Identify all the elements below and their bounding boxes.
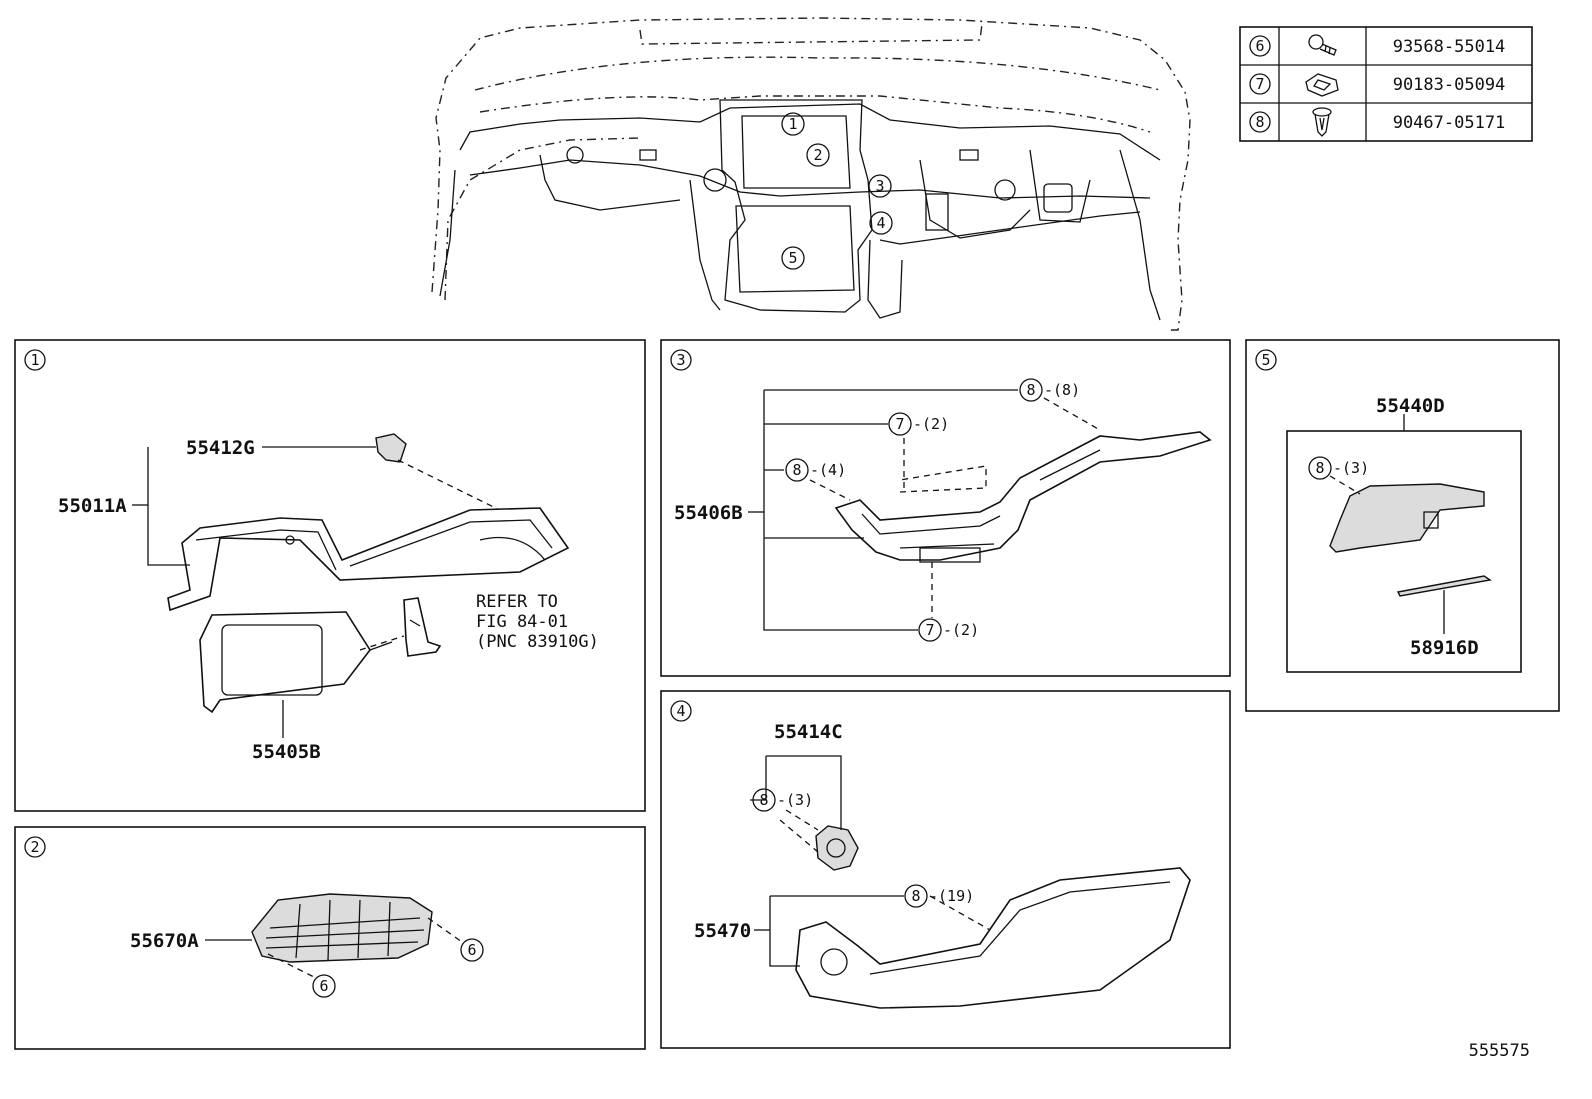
clip-nut-icon xyxy=(1305,73,1339,97)
part-label-55412G: 55412G xyxy=(186,437,255,459)
fastener-callout-8: 8 -(3) xyxy=(752,788,813,812)
svg-text:8: 8 xyxy=(792,461,801,479)
part-label-55011A: 55011A xyxy=(58,495,127,517)
fastener-callout-8: 8 -(19) xyxy=(904,884,974,908)
svg-text:8: 8 xyxy=(1255,113,1264,131)
legend-part-no: 90467-05171 xyxy=(1393,113,1506,133)
legend-row-8: 8 90467-05171 xyxy=(1249,107,1506,137)
panel-3-center-panel: 3 55406B 8 -(8) 7 -(2) xyxy=(660,339,1231,677)
svg-text:-(4): -(4) xyxy=(810,461,846,479)
svg-text:6: 6 xyxy=(319,977,328,995)
fastener-callout-8: 8 -(8) xyxy=(1019,378,1080,402)
part-label-55406B: 55406B xyxy=(674,502,743,524)
legend-part-no: 90183-05094 xyxy=(1393,75,1506,95)
panel-55406B xyxy=(834,431,1212,563)
svg-text:8: 8 xyxy=(911,887,920,905)
panel-ref: 4 xyxy=(676,702,685,720)
part-label-55405B: 55405B xyxy=(252,741,321,763)
panel-ref: 1 xyxy=(30,351,39,369)
fastener-callout-7: 7 -(2) xyxy=(918,618,979,642)
fastener-callout-6: 6 xyxy=(460,938,484,962)
refer-to-note: REFER TO FIG 84-01 (PNC 83910G) xyxy=(476,592,599,652)
svg-text:4: 4 xyxy=(876,214,885,232)
overview-callout-3: 3 xyxy=(868,174,892,198)
legend-part-no: 93568-55014 xyxy=(1393,37,1506,57)
part-label-55670A: 55670A xyxy=(130,930,199,952)
register-55670A xyxy=(251,893,433,963)
svg-text:6: 6 xyxy=(1255,37,1264,55)
panel-1-upper-pad: 1 55412G 55011A xyxy=(14,339,646,812)
svg-text:5: 5 xyxy=(788,249,797,267)
svg-text:1: 1 xyxy=(788,115,797,133)
svg-text:-(8): -(8) xyxy=(1044,381,1080,399)
svg-text:7: 7 xyxy=(895,415,904,433)
part-label-58916D: 58916D xyxy=(1410,637,1479,659)
part-label-55414C: 55414C xyxy=(774,721,843,743)
panel-ref: 2 xyxy=(30,838,39,856)
garnish-55440D xyxy=(1329,483,1485,553)
fastener-callout-7: 7 -(2) xyxy=(888,412,949,436)
overview-callout-4: 4 xyxy=(869,211,893,235)
dashboard-overview: 1 2 3 4 5 xyxy=(431,17,1191,331)
trim-58916D xyxy=(1396,575,1492,597)
clip-55412G xyxy=(375,433,407,463)
svg-text:6: 6 xyxy=(467,941,476,959)
overview-callout-2: 2 xyxy=(806,143,830,167)
bracket-fig-84-01 xyxy=(403,597,442,657)
svg-text:2: 2 xyxy=(813,146,822,164)
push-clip-icon xyxy=(1312,107,1332,137)
svg-text:-(3): -(3) xyxy=(777,791,813,809)
svg-text:8: 8 xyxy=(1315,459,1324,477)
bracket-55414C xyxy=(815,825,859,871)
svg-text:8: 8 xyxy=(1026,381,1035,399)
part-label-55470: 55470 xyxy=(694,920,751,942)
lower-pad-55470 xyxy=(795,867,1191,1009)
svg-text:REFER TO: REFER TO xyxy=(476,592,558,612)
overview-callout-1: 1 xyxy=(781,112,805,136)
svg-text:-(3): -(3) xyxy=(1333,459,1369,477)
panel-5-glove-box-area: 5 55440D 58916D 8 -(3) xyxy=(1245,339,1560,712)
svg-text:3: 3 xyxy=(875,177,884,195)
svg-text:7: 7 xyxy=(925,621,934,639)
svg-text:FIG 84-01: FIG 84-01 xyxy=(476,612,568,632)
cover-55405B xyxy=(199,611,393,714)
part-label-55440D: 55440D xyxy=(1376,395,1445,417)
upper-pad-55011A xyxy=(167,507,570,612)
fastener-callout-8: 8 -(4) xyxy=(785,458,846,482)
svg-text:7: 7 xyxy=(1255,75,1264,93)
panel-ref: 5 xyxy=(1261,351,1270,369)
fastener-callout-6: 6 xyxy=(312,974,336,998)
fastener-callout-8: 8 -(3) xyxy=(1308,456,1369,480)
legend-row-6: 6 93568-55014 xyxy=(1249,34,1506,57)
bolt-icon xyxy=(1308,34,1337,56)
panel-ref: 3 xyxy=(676,351,685,369)
overview-callout-5: 5 xyxy=(781,246,805,270)
svg-text:-(2): -(2) xyxy=(943,621,979,639)
svg-text:-(2): -(2) xyxy=(913,415,949,433)
svg-text:-(19): -(19) xyxy=(929,887,974,905)
fastener-legend-table: 6 93568-55014 7 90183-05094 8 xyxy=(1239,26,1533,142)
panel-2-vent: 2 55670A 6 6 xyxy=(14,826,646,1050)
panel-4-lower-pad: 4 55414C 55470 8 -(3) 8 -(19) xyxy=(660,690,1231,1049)
svg-text:8: 8 xyxy=(759,791,768,809)
svg-text:(PNC 83910G): (PNC 83910G) xyxy=(476,632,599,652)
illustration-id: 555575 xyxy=(1469,1041,1530,1061)
legend-row-7: 7 90183-05094 xyxy=(1249,73,1506,97)
